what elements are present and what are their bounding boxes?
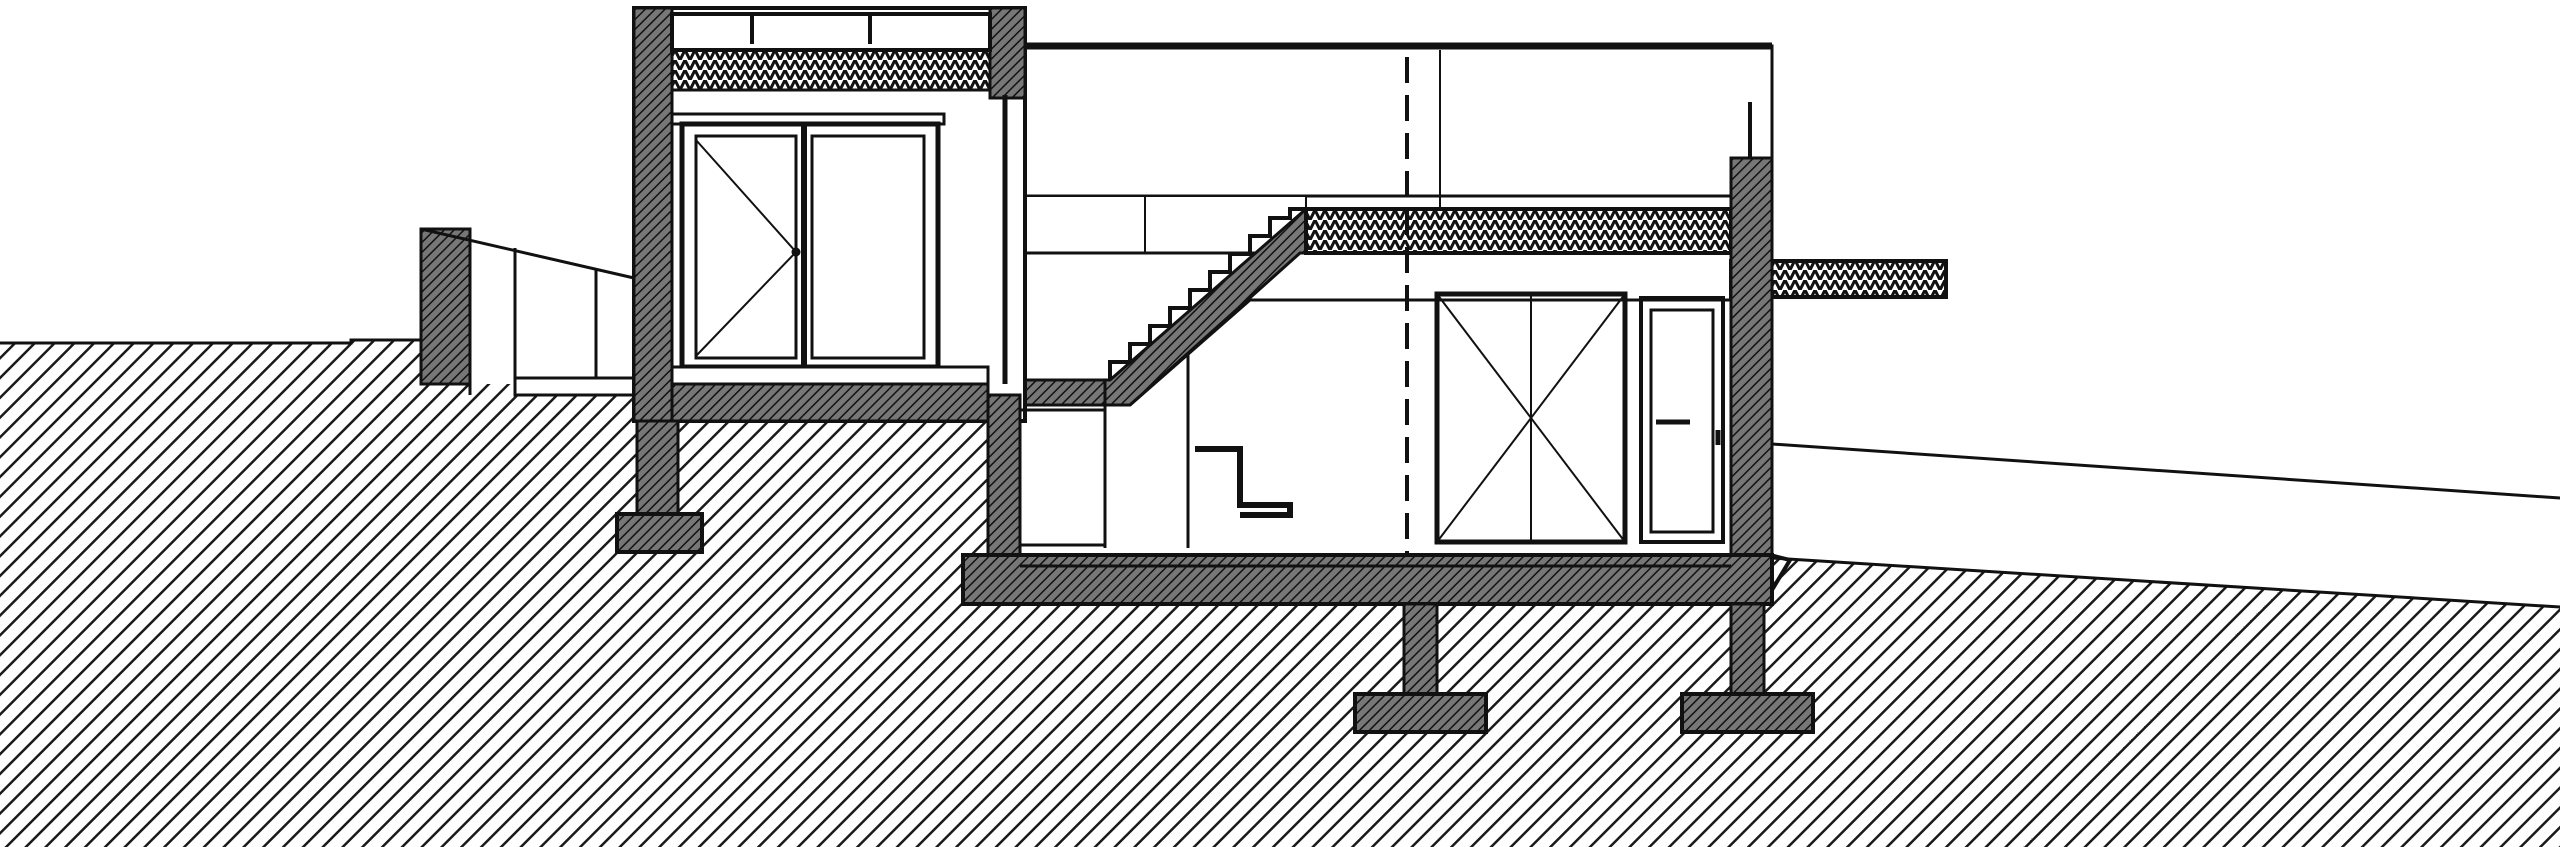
stair-steps [1108,207,1306,380]
drain-pipe [1769,553,1794,592]
parapet-wall [419,227,472,386]
ground-line-left [0,338,421,345]
right-column [1729,602,1766,696]
ground-line-right-upper [1771,442,2560,500]
ground-line-right-lower [1771,556,2560,609]
right-footing [1680,692,1815,734]
tower-footing [615,512,704,554]
lower-floor-slab [961,553,1774,606]
entry-door [1639,296,1725,544]
small-step-shelf [1195,446,1293,518]
center-footing [1353,692,1488,734]
terrace-railing [420,227,636,397]
cabinet [1018,355,1190,548]
stair-soffit [1129,298,1731,407]
left-tower [632,6,1027,423]
right-wall [1729,156,1774,560]
lower-room [1018,251,1733,557]
tower-window [670,112,990,386]
roof-slab-right [1304,207,1733,255]
lower-left-wall [986,393,1022,577]
center-column [1402,602,1439,696]
sliding-glass-door [1434,291,1628,545]
tower-column [635,419,680,523]
